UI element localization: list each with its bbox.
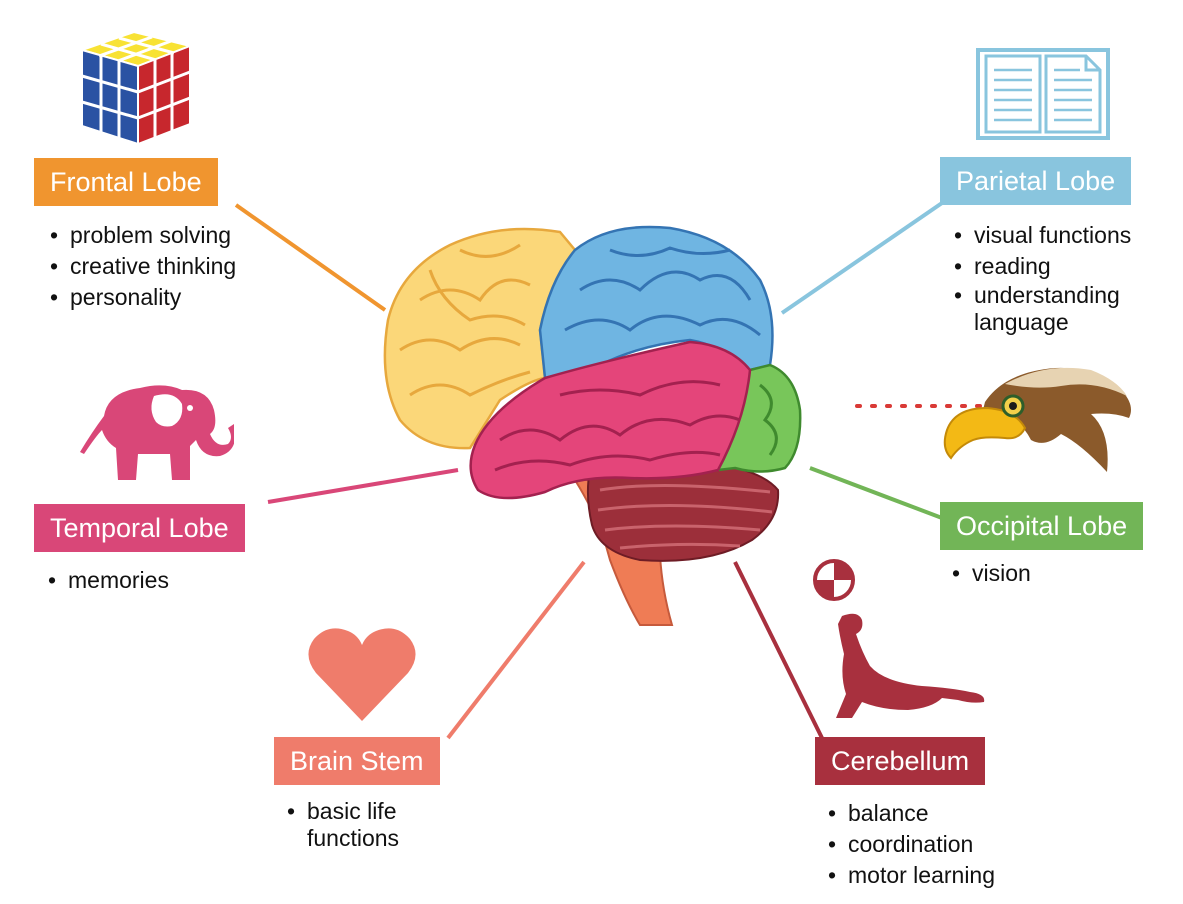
- cerebellum-label: Cerebellum: [815, 737, 986, 785]
- temporal-lobe-functions: memories: [48, 565, 169, 596]
- brainstem-connector: [446, 560, 586, 740]
- function-item: vision: [952, 558, 1031, 589]
- function-item: memories: [48, 565, 169, 596]
- function-item: visual functions: [954, 220, 1164, 251]
- occipital-connector: [809, 466, 943, 520]
- function-item: basic life functions: [287, 798, 437, 852]
- function-item: balance: [828, 798, 995, 829]
- function-item: motor learning: [828, 860, 995, 891]
- brain-stem-functions: basic life functions: [287, 798, 437, 852]
- occipital-lobe-functions: vision: [952, 558, 1031, 589]
- function-item: creative thinking: [50, 251, 236, 282]
- cerebellum-functions: balance coordination motor learning: [828, 798, 995, 891]
- rubiks-cube-icon: [78, 32, 194, 146]
- seal-with-ball-icon: [813, 559, 985, 718]
- frontal-connector: [234, 203, 387, 312]
- function-item: reading: [954, 251, 1164, 282]
- frontal-lobe-functions: problem solving creative thinking person…: [50, 220, 236, 313]
- parietal-lobe-functions: visual functions reading understanding l…: [954, 220, 1164, 336]
- temporal-lobe-label: Temporal Lobe: [34, 504, 245, 552]
- function-item: understanding language: [954, 282, 1154, 336]
- parietal-connector: [780, 201, 944, 315]
- function-item: personality: [50, 282, 236, 313]
- brain-illustration: [383, 225, 802, 626]
- parietal-lobe-label: Parietal Lobe: [940, 157, 1132, 205]
- occipital-lobe-label: Occipital Lobe: [940, 502, 1144, 550]
- brain-stem-label: Brain Stem: [274, 737, 440, 785]
- heart-icon: [308, 628, 416, 721]
- open-book-icon: [976, 48, 1110, 140]
- temporal-connector: [267, 468, 459, 504]
- frontal-lobe-label: Frontal Lobe: [34, 158, 218, 206]
- elephant-icon: [80, 385, 234, 480]
- function-item: coordination: [828, 829, 995, 860]
- cerebellum-connector: [733, 561, 824, 739]
- function-item: problem solving: [50, 220, 236, 251]
- eagle-icon: [855, 367, 1131, 472]
